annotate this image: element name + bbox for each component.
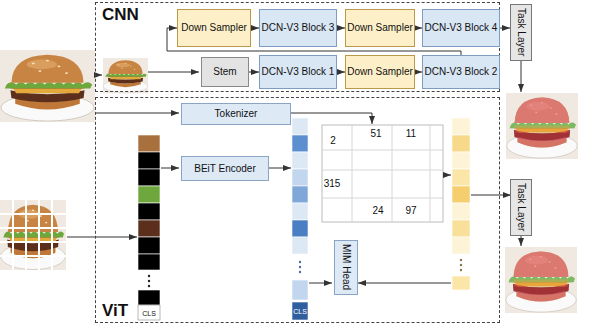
dcn-block: DCN-V3 Block 4 [422,9,500,47]
task-layer-box: Task Layer [510,179,532,236]
box-label: Down Sampler [347,66,413,78]
task-layer-box: Task Layer [510,4,532,61]
dcn-block: DCN-V3 Block 2 [422,55,500,89]
feature-column [292,118,308,320]
dcn-block: DCN-V3 Block 3 [259,9,337,47]
cls-token: CLS [142,309,156,316]
prediction-column [452,118,470,290]
box-label: Stem [213,66,236,78]
box-label: DCN-V3 Block 2 [425,66,498,78]
stem-box: Stem [201,57,249,87]
box-label: DCN-V3 Block 1 [262,66,335,78]
box-label: DCN-V3 Block 3 [262,22,335,34]
connector [249,72,259,73]
segmentation-output [505,247,577,313]
ellipsis-dots [148,275,150,287]
connector [415,28,422,29]
box-label: DCN-V3 Block 4 [425,22,498,34]
connector [500,28,510,29]
downsampler-box: Down Sampler [345,9,415,47]
connector [337,28,345,29]
token-id: 11 [406,129,416,139]
box-label: Task Layer [515,183,527,231]
connector [251,28,259,29]
ellipsis-dots [299,261,301,273]
token-id: 51 [370,129,381,139]
tokenizer-box: Tokenizer [181,103,291,125]
downsampler-box: Down Sampler [345,55,415,89]
token-id: 24 [372,206,383,216]
mim-head-box: MIM Head [334,240,358,295]
region-heading: CNN [102,6,139,25]
connector [337,72,345,73]
flow-arrow [67,60,521,283]
dcn-block: DCN-V3 Block 1 [259,55,337,89]
input-thumbnail [103,58,148,93]
box-label: Task Layer [515,8,527,56]
token-id: 97 [405,206,416,216]
box-label: Down Sampler [347,22,413,34]
box-label: MIM Head [340,244,352,290]
dashed-region: ViT TokenizerBEiT EncoderMIM Head [95,97,500,323]
ellipsis-dots [460,259,462,271]
segmentation-output [506,93,578,159]
dashed-region: CNN Down Sampler DCN-V3 Block 3 Down Sample… [95,2,500,92]
box-label: Tokenizer [215,108,258,120]
box-label: BEiT Encoder [194,163,256,175]
image-patches [0,200,66,271]
downsampler-box: Down Sampler [177,9,251,47]
token-column [138,135,160,320]
region-heading: ViT [102,302,128,321]
token-grid [322,125,443,222]
connector [415,72,422,73]
encoder-box: BEiT Encoder [181,156,269,181]
token-id: 315 [324,179,341,189]
cls-token: CLS [293,308,307,315]
input-photo [0,50,95,122]
box-label: Down Sampler [181,22,247,34]
token-id: 2 [330,136,336,146]
